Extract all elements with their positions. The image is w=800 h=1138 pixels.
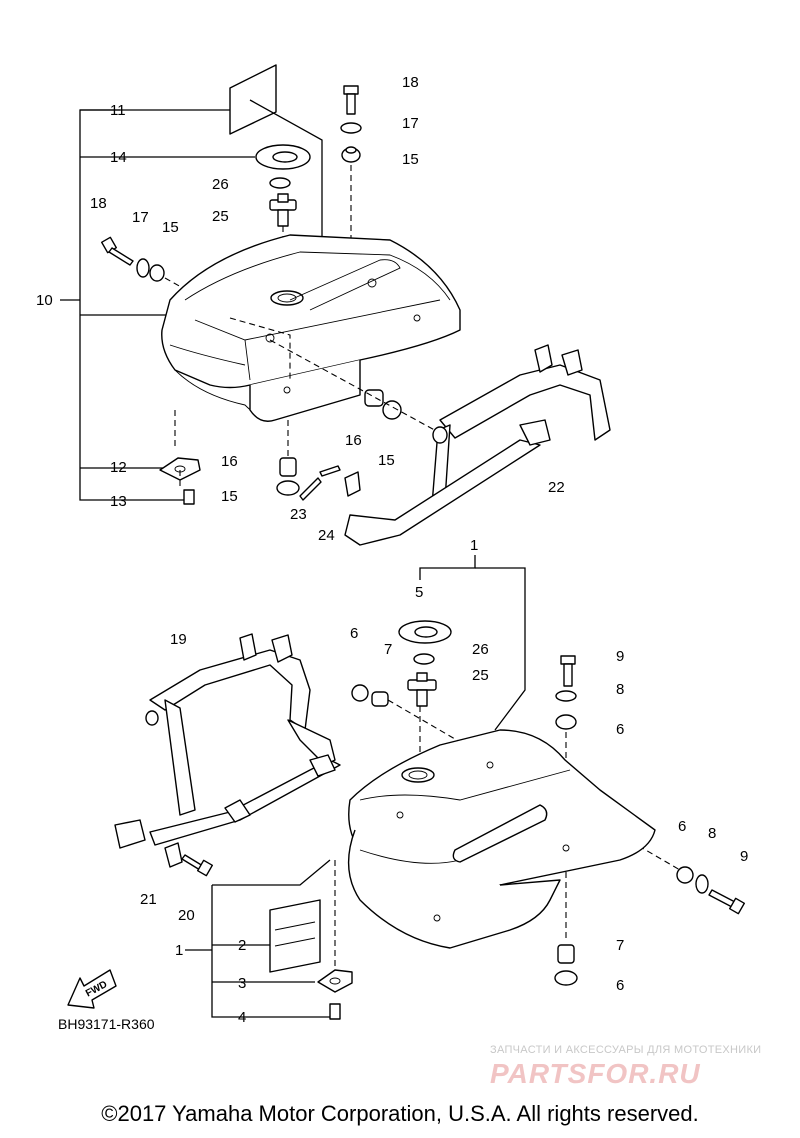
part-25-lock-bottom[interactable] bbox=[407, 672, 437, 707]
watermark-tagline: ЗАПЧАСТИ И АКСЕССУАРЫ ДЛЯ МОТОТЕХНИКИ bbox=[490, 1044, 762, 1056]
callout-26: 26 bbox=[472, 641, 489, 658]
part-18-bolt-top[interactable] bbox=[343, 85, 359, 115]
top-saddlebag-assembly bbox=[60, 64, 611, 546]
part-9-bolt-side[interactable] bbox=[708, 889, 746, 915]
part-26-washer-top[interactable] bbox=[269, 177, 291, 189]
part-13-screw[interactable] bbox=[183, 489, 195, 505]
callout-8: 8 bbox=[708, 825, 716, 842]
callout-18: 18 bbox=[90, 195, 107, 212]
part-17-washer-top[interactable] bbox=[340, 122, 362, 134]
callout-7: 7 bbox=[616, 937, 624, 954]
callout-15: 15 bbox=[221, 488, 238, 505]
part-16-collar-lower[interactable] bbox=[279, 457, 297, 477]
part-4-screw[interactable] bbox=[329, 1003, 341, 1020]
part-15-grommet-lower[interactable] bbox=[276, 480, 300, 496]
callout-15: 15 bbox=[378, 452, 395, 469]
callout-9: 9 bbox=[740, 848, 748, 865]
callout-20: 20 bbox=[178, 907, 195, 924]
callout-22: 22 bbox=[548, 479, 565, 496]
callout-19: 19 bbox=[170, 631, 187, 648]
copyright-notice: ©2017 Yamaha Motor Corporation, U.S.A. A… bbox=[101, 1101, 699, 1126]
bottom-saddlebag-assembly: FWD bbox=[67, 555, 746, 1020]
part-26-washer-bottom[interactable] bbox=[413, 653, 435, 665]
part-18-bolt-left[interactable] bbox=[100, 236, 134, 266]
callout-4: 4 bbox=[238, 1009, 246, 1026]
part-24-bracket[interactable] bbox=[344, 471, 361, 497]
part-25-lock-top[interactable] bbox=[269, 193, 297, 227]
part-2-label[interactable] bbox=[269, 899, 321, 973]
bottom-saddlebag-body[interactable] bbox=[347, 729, 656, 949]
callout-26: 26 bbox=[212, 176, 229, 193]
fwd-arrow-icon: FWD bbox=[67, 969, 117, 1009]
part-17-washer-left[interactable] bbox=[136, 258, 150, 278]
callout-6: 6 bbox=[678, 818, 686, 835]
callout-10: 10 bbox=[36, 292, 53, 309]
part-9-bolt-top[interactable] bbox=[560, 655, 576, 687]
callout-13: 13 bbox=[110, 493, 127, 510]
callout-9: 9 bbox=[616, 648, 624, 665]
part-16-collar-center[interactable] bbox=[364, 389, 384, 407]
callout-6: 6 bbox=[616, 977, 624, 994]
callout-2: 2 bbox=[238, 937, 246, 954]
part-12-plate[interactable] bbox=[159, 457, 201, 481]
callout-25: 25 bbox=[212, 208, 229, 225]
part-11-label[interactable] bbox=[229, 64, 277, 135]
callout-17: 17 bbox=[132, 209, 149, 226]
callout-11: 11 bbox=[110, 102, 126, 119]
part-8-washer-top[interactable] bbox=[555, 690, 577, 702]
callout-7: 7 bbox=[384, 641, 392, 658]
callout-1: 1 bbox=[175, 942, 183, 959]
part-15-grommet-center[interactable] bbox=[382, 400, 402, 420]
callout-3: 3 bbox=[238, 975, 246, 992]
part-6-grommet-c[interactable] bbox=[676, 866, 694, 884]
part-15-grommet-top[interactable] bbox=[341, 146, 361, 163]
part-7-collar-a[interactable] bbox=[371, 691, 389, 707]
part-23-bolt[interactable] bbox=[299, 465, 341, 501]
callout-14: 14 bbox=[110, 149, 127, 166]
callout-6: 6 bbox=[350, 625, 358, 642]
callout-6: 6 bbox=[616, 721, 624, 738]
callout-8: 8 bbox=[616, 681, 624, 698]
callout-12: 12 bbox=[110, 459, 127, 476]
part-3-plate[interactable] bbox=[317, 969, 353, 993]
watermark-logo: PARTSFOR.RU bbox=[490, 1058, 701, 1089]
callout-24: 24 bbox=[318, 527, 335, 544]
callout-23: 23 bbox=[290, 506, 307, 523]
callout-25: 25 bbox=[472, 667, 489, 684]
callout-5: 5 bbox=[415, 584, 423, 601]
part-6-grommet-b[interactable] bbox=[555, 714, 577, 730]
callout-17: 17 bbox=[402, 115, 419, 132]
top-saddlebag-body[interactable] bbox=[161, 234, 461, 450]
callout-18: 18 bbox=[402, 74, 419, 91]
part-8-washer-side[interactable] bbox=[695, 874, 709, 894]
part-6-grommet-d[interactable] bbox=[554, 970, 578, 986]
part-20-bolt[interactable] bbox=[181, 854, 214, 877]
part-6-grommet-a[interactable] bbox=[351, 684, 369, 702]
callout-16: 16 bbox=[221, 453, 238, 470]
callout-16: 16 bbox=[345, 432, 362, 449]
part-22-frame[interactable] bbox=[344, 344, 611, 546]
callout-1: 1 bbox=[470, 537, 478, 554]
part-7-collar-b[interactable] bbox=[557, 944, 575, 964]
callout-21: 21 bbox=[140, 891, 157, 908]
part-15-grommet-left[interactable] bbox=[149, 264, 165, 282]
callout-15: 15 bbox=[162, 219, 179, 236]
part-19-frame[interactable] bbox=[114, 633, 341, 849]
callout-labels: 11 14 26 25 18 17 15 10 18 17 15 16 15 1… bbox=[36, 74, 748, 1026]
diagram-code: BH93171-R360 bbox=[58, 1016, 155, 1032]
part-21-bracket[interactable] bbox=[164, 842, 183, 868]
callout-15: 15 bbox=[402, 151, 419, 168]
